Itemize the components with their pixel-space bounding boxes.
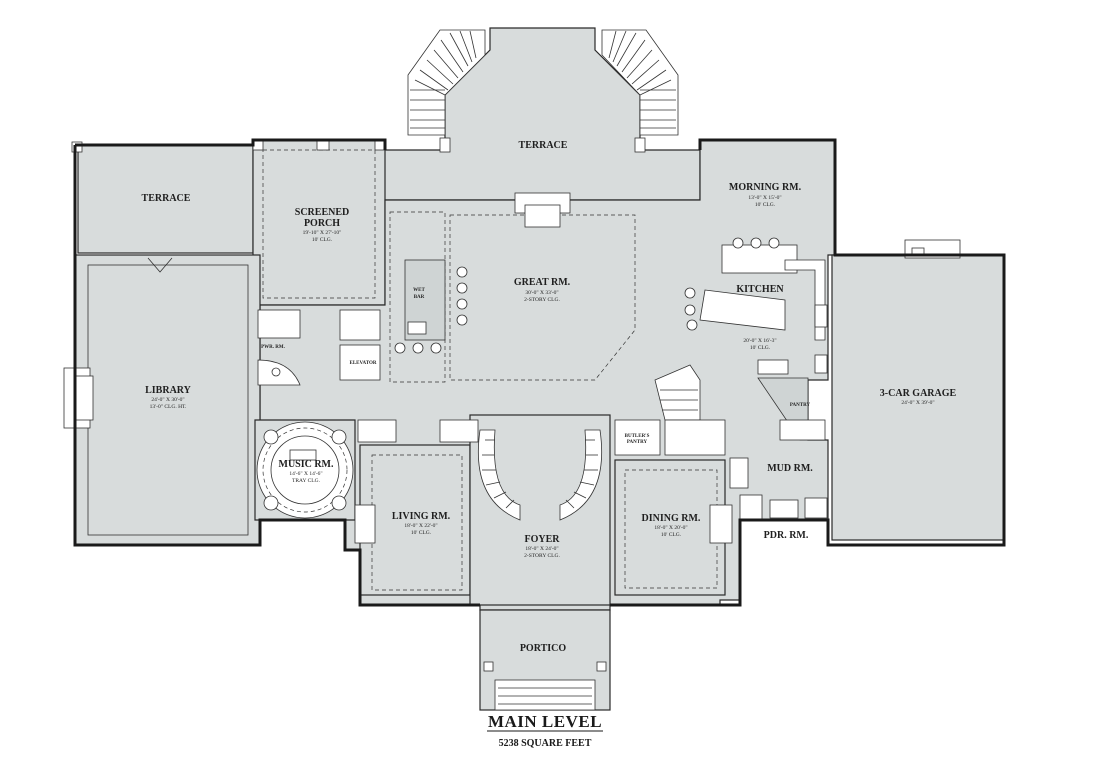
great-room-label: GREAT RM.: [514, 277, 571, 288]
screened-porch-label-1: SCREENED: [295, 207, 349, 218]
plan-title: MAIN LEVEL: [488, 712, 602, 731]
elevator: [339, 344, 381, 381]
screened-porch-dims: 19'-10" X 27'-10": [303, 230, 342, 236]
wet-bar-label-2: BAR: [414, 295, 425, 300]
room-labels: TERRACE SCREENED PORCH 19'-10" X 27'-10"…: [142, 140, 957, 654]
garage: [831, 254, 1005, 541]
pdr-room-label: PDR. RM.: [764, 530, 809, 541]
library-clg: 13'-0" CLG. HT.: [150, 404, 187, 410]
dining-room: [614, 459, 726, 596]
butlers-pantry-label-1: BUTLER'S: [625, 434, 650, 439]
great-room-clg: 2-STORY CLG.: [524, 297, 560, 303]
elevator-label: ELEVATOR: [350, 361, 377, 366]
foyer-label: FOYER: [525, 534, 561, 545]
library-dims: 24'-0" X 30'-0": [151, 397, 184, 403]
garage-dims: 24'-0" X 39'-0": [901, 400, 934, 406]
foyer-clg: 2-STORY CLG.: [524, 553, 560, 559]
top-terrace: [379, 27, 701, 201]
terrace-left: [77, 144, 254, 254]
dining-room-clg: 10' CLG.: [661, 532, 682, 538]
living-room: [359, 444, 471, 596]
terrace-left-label: TERRACE: [142, 193, 191, 204]
kitchen-dims: 20'-0" X 16'-3": [743, 338, 776, 344]
morning-room-clg: 10' CLG.: [755, 202, 776, 208]
living-room-dims: 18'-0" X 22'-0": [404, 523, 437, 529]
wet-bar-label-1: WET: [413, 288, 425, 293]
terrace-top-label: TERRACE: [519, 140, 568, 151]
portico-label: PORTICO: [520, 643, 567, 654]
kitchen-label: KITCHEN: [736, 284, 784, 295]
butlers-pantry-label-2: PANTRY: [627, 440, 648, 445]
living-room-clg: 10' CLG.: [411, 530, 432, 536]
powder-left-label: PWR. RM.: [261, 345, 285, 350]
butlers-pantry: [614, 419, 661, 456]
dining-room-label: DINING RM.: [642, 513, 701, 524]
kitchen-clg: 10' CLG.: [750, 345, 771, 351]
library: [74, 254, 261, 546]
morning-room-label: MORNING RM.: [729, 182, 802, 193]
plan-subtitle: 5238 SQUARE FEET: [499, 738, 592, 749]
foyer-dims: 18'-0" X 24'-0": [525, 546, 558, 552]
music-room-clg: TRAY CLG.: [292, 478, 321, 484]
library-label: LIBRARY: [145, 385, 192, 396]
pantry-label: PANTRY: [790, 403, 811, 408]
screened-porch: [252, 139, 386, 306]
screened-porch-label-2: PORCH: [304, 218, 340, 229]
great-room-dims: 30'-0" X 33'-0": [525, 290, 558, 296]
morning-room-dims: 13'-0" X 15'-0": [748, 195, 781, 201]
mud-room-label: MUD RM.: [767, 463, 813, 474]
garage-label: 3-CAR GARAGE: [880, 388, 957, 399]
music-room-label: MUSIC RM.: [279, 459, 334, 470]
screened-porch-clg: 10' CLG.: [312, 237, 333, 243]
music-room-dims: 14'-6" X 14'-6": [289, 471, 322, 477]
living-room-label: LIVING RM.: [392, 511, 451, 522]
dining-room-dims: 18'-0" X 20'-0": [654, 525, 687, 531]
